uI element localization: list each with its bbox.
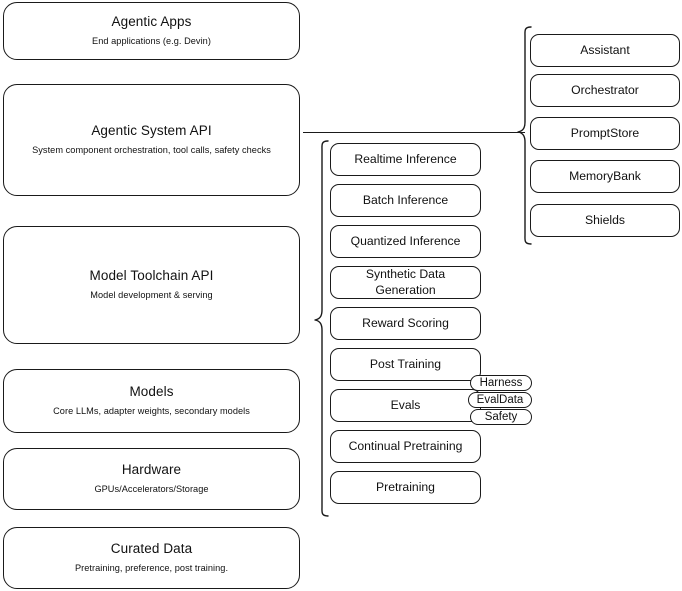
- toolchain-item-synthetic-data-generation[interactable]: Synthetic Data Generation: [330, 266, 481, 299]
- toolchain-item-batch-inference[interactable]: Batch Inference: [330, 184, 481, 217]
- layer-box-agentic-system-api[interactable]: Agentic System API System component orch…: [3, 84, 300, 196]
- toolchain-item-quantized-inference[interactable]: Quantized Inference: [330, 225, 481, 258]
- item-label: Batch Inference: [362, 192, 449, 207]
- system-item-memorybank[interactable]: MemoryBank: [530, 160, 680, 193]
- item-label: Continual Pretraining: [348, 438, 463, 453]
- item-label: Reward Scoring: [362, 315, 449, 330]
- layer-box-curated-data[interactable]: Curated Data Pretraining, preference, po…: [3, 527, 300, 589]
- item-label: Assistant: [580, 42, 630, 57]
- layer-title: Agentic System API: [91, 123, 212, 139]
- layer-subtitle: Core LLMs, adapter weights, secondary mo…: [53, 406, 250, 417]
- brace-toolchain: [314, 140, 329, 517]
- eval-badge-safety[interactable]: Safety: [470, 409, 532, 425]
- system-item-orchestrator[interactable]: Orchestrator: [530, 74, 680, 107]
- system-item-promptstore[interactable]: PromptStore: [530, 117, 680, 150]
- item-label: Shields: [585, 212, 625, 227]
- connector-line-system-api: [303, 132, 525, 134]
- layer-box-models[interactable]: Models Core LLMs, adapter weights, secon…: [3, 369, 300, 433]
- badge-label: EvalData: [476, 394, 524, 406]
- toolchain-item-post-training[interactable]: Post Training: [330, 348, 481, 381]
- system-item-assistant[interactable]: Assistant: [530, 34, 680, 67]
- layer-subtitle: End applications (e.g. Devin): [92, 36, 211, 47]
- layer-title: Agentic Apps: [111, 14, 192, 30]
- badge-label: Harness: [479, 377, 523, 389]
- item-label: Synthetic Data Generation: [365, 267, 446, 297]
- layer-subtitle: Model development & serving: [90, 290, 213, 301]
- layer-subtitle: GPUs/Accelerators/Storage: [94, 484, 209, 495]
- item-label: Quantized Inference: [350, 233, 461, 248]
- item-label: MemoryBank: [569, 168, 641, 183]
- toolchain-item-pretraining[interactable]: Pretraining: [330, 471, 481, 504]
- layer-title: Models: [129, 384, 174, 400]
- layer-box-model-toolchain-api[interactable]: Model Toolchain API Model development & …: [3, 226, 300, 344]
- item-label: Orchestrator: [571, 82, 639, 97]
- layer-subtitle: Pretraining, preference, post training.: [74, 563, 229, 574]
- eval-badge-evaldata[interactable]: EvalData: [468, 392, 532, 408]
- system-item-shields[interactable]: Shields: [530, 204, 680, 237]
- item-label: Evals: [390, 397, 421, 412]
- item-label: Realtime Inference: [354, 151, 457, 166]
- toolchain-item-evals[interactable]: Evals: [330, 389, 481, 422]
- toolchain-item-realtime-inference[interactable]: Realtime Inference: [330, 143, 481, 176]
- badge-label: Safety: [484, 411, 518, 423]
- item-label: PromptStore: [570, 125, 640, 140]
- layer-subtitle: System component orchestration, tool cal…: [32, 145, 271, 156]
- layer-title: Curated Data: [110, 541, 193, 557]
- layer-title: Model Toolchain API: [89, 268, 214, 284]
- item-label: Post Training: [369, 356, 442, 371]
- toolchain-item-reward-scoring[interactable]: Reward Scoring: [330, 307, 481, 340]
- layer-title: Hardware: [121, 462, 182, 478]
- toolchain-item-continual-pretraining[interactable]: Continual Pretraining: [330, 430, 481, 463]
- item-label: Pretraining: [376, 479, 435, 494]
- layer-box-hardware[interactable]: Hardware GPUs/Accelerators/Storage: [3, 448, 300, 510]
- eval-badge-harness[interactable]: Harness: [470, 375, 532, 391]
- layer-box-agentic-apps[interactable]: Agentic Apps End applications (e.g. Devi…: [3, 2, 300, 60]
